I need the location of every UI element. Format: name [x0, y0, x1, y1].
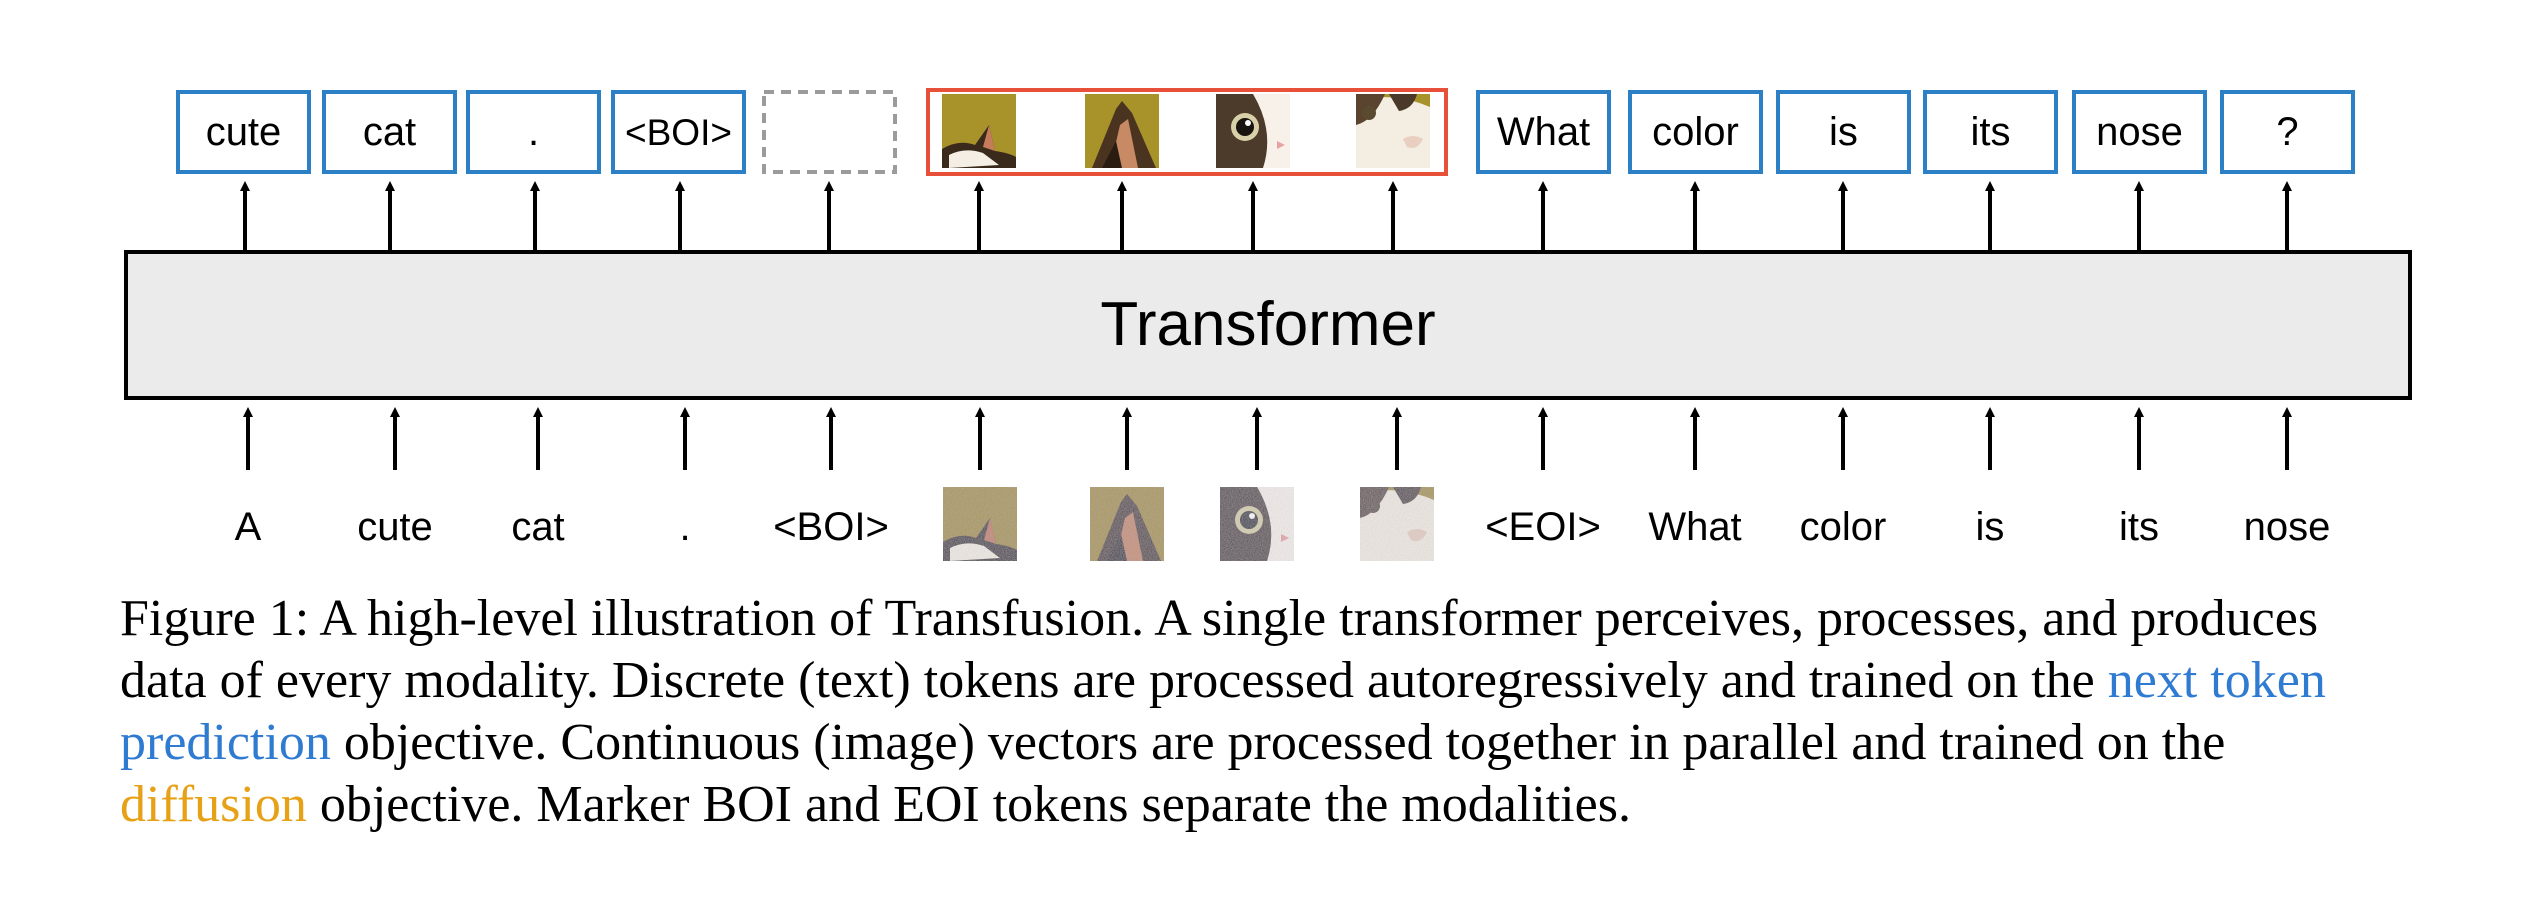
noisy-cat-eye-patch — [1220, 487, 1294, 561]
output-token-label: . — [528, 110, 539, 154]
output-token: <BOI> — [611, 90, 746, 174]
output-token: cute — [176, 90, 311, 174]
output-token: is — [1776, 90, 1911, 174]
output-token-label: cute — [206, 110, 282, 154]
output-token: What — [1476, 90, 1611, 174]
transformer-label: Transformer — [1100, 290, 1435, 359]
output-token: . — [466, 90, 601, 174]
input-arrows — [243, 407, 2292, 470]
input-token: <BOI> — [773, 505, 889, 549]
cat-ear-close-patch — [1085, 94, 1159, 168]
input-token: <EOI> — [1485, 505, 1601, 549]
output-token-label: is — [1829, 110, 1858, 154]
transformer-block: Transformer — [124, 250, 2412, 400]
figure-caption: Figure 1: A high-level illustration of T… — [120, 588, 2410, 836]
output-token-label: nose — [2096, 110, 2183, 154]
output-arrows — [240, 181, 2292, 250]
input-token: is — [1976, 505, 2005, 549]
caption-highlight-next-token: next token prediction — [120, 652, 2326, 771]
input-token: cute — [357, 505, 433, 549]
input-token: its — [2119, 505, 2159, 549]
noisy-cat-nose-patch — [1360, 487, 1434, 561]
output-token-label: What — [1497, 110, 1590, 154]
output-token: color — [1628, 90, 1763, 174]
transfusion-diagram: cute cat . <BOI> What — [124, 88, 2412, 561]
caption-text: objective. Continuous (image) vectors ar… — [330, 714, 2226, 771]
output-token-label: cat — [363, 110, 416, 154]
output-token-label: <BOI> — [625, 112, 732, 153]
cat-nose-patch — [1356, 94, 1430, 168]
cat-eye-patch — [1216, 94, 1290, 168]
input-token-row: A cute cat . <BOI> <EOI> What color is i… — [235, 487, 2331, 561]
caption-text: objective. Marker BOI and EOI tokens sep… — [306, 776, 1631, 833]
input-token: color — [1800, 505, 1887, 549]
input-token: What — [1648, 505, 1741, 549]
input-token: cat — [511, 505, 564, 549]
output-token: cat — [322, 90, 457, 174]
input-token: nose — [2244, 505, 2331, 549]
output-token-label: ? — [2276, 110, 2298, 154]
input-token: . — [679, 505, 690, 549]
cat-ear-patch — [942, 94, 1016, 168]
output-token: ? — [2220, 90, 2355, 174]
noisy-cat-ear-close-patch — [1090, 487, 1164, 561]
placeholder-token — [762, 90, 897, 174]
caption-highlight-diffusion: diffusion — [120, 776, 307, 833]
input-token: A — [235, 505, 262, 549]
output-token: its — [1923, 90, 2058, 174]
output-token-row: cute cat . <BOI> What — [176, 88, 2355, 176]
output-token-label: color — [1652, 110, 1739, 154]
output-token-label: its — [1971, 110, 2011, 154]
caption-text: Figure 1: A high-level illustration of T… — [120, 590, 2319, 709]
noisy-cat-ear-patch — [943, 487, 1017, 561]
output-token: nose — [2072, 90, 2207, 174]
output-image-group — [926, 88, 1448, 176]
